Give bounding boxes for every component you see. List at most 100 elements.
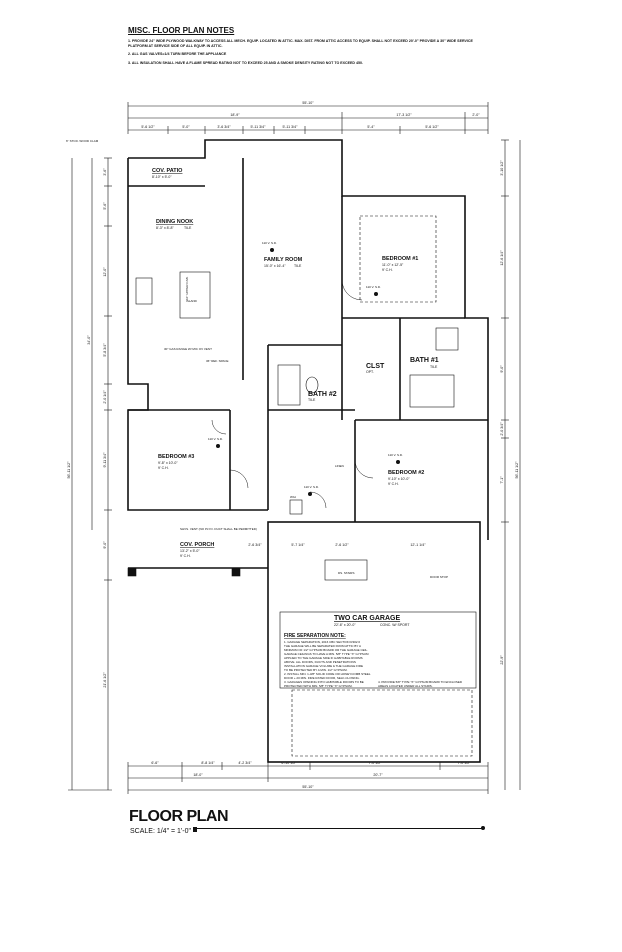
dim-top-right: 17'-3 1/2"	[396, 113, 412, 117]
ref-label: 36" REF. SPACE	[206, 359, 229, 363]
porch-post	[231, 567, 241, 577]
dim-porch-segment: 2'-6 3/4"	[248, 543, 262, 547]
note-item: 3. ALL INSULATION SHALL HAVE A FLAME SPR…	[128, 60, 364, 65]
dim-porch-segment: 2'-6 1/2"	[335, 543, 349, 547]
tub-bath1	[409, 374, 455, 408]
fire-note-line: AREAS LOCATED UNDER ALL STAIRS.	[378, 684, 433, 688]
fire-note-line: PROTECTED WITH MIN. 5/8" TYPE "X" GYPSUM…	[284, 684, 353, 688]
dim-left-segment: 3'-6"	[103, 168, 107, 176]
dim-bottom-segment: 6'-6"	[151, 761, 159, 765]
smoke-detector-label: 110 V. S.D.	[304, 485, 319, 489]
fire-note-line: 4. PROVIDE 5/8" TYPE "X" GYPSUM BOARD TO…	[378, 680, 463, 684]
kitchen-sink-cabinet	[135, 277, 153, 305]
room-size-bedroom1: 11'-0" x 12'-5"	[382, 263, 404, 267]
fire-note-line: 1. GARAGE SEPARATION, 2016 CBC SECTION R…	[284, 640, 360, 644]
dim-bottom-left: 18'-0"	[193, 773, 203, 777]
fire-note-line: THE GARAGE WILL BE SEPARATED FROM ATTIC …	[284, 644, 361, 648]
water-heater	[289, 499, 303, 515]
attic-stairs	[324, 559, 368, 581]
range-label: 30" GAS RANGE W/ MIC OV VENT	[164, 347, 212, 351]
bedroom1-ceiling-outline	[359, 215, 437, 303]
dim-left-segment: 12'-0"	[103, 267, 107, 277]
dim-top-segment: 5'-6 1/2"	[425, 125, 439, 129]
linen-label: LINEN	[335, 464, 344, 468]
scale-bar-block	[193, 827, 197, 832]
room-note-clst: OPT.	[366, 370, 374, 374]
porch-note-label: SHVS. VENT (NO PLYO. DUCT SHALL BE PERMI…	[180, 527, 257, 531]
porch-post	[127, 567, 137, 577]
exterior-wall-north-east	[128, 139, 489, 540]
dim-top-far-right: 2'-0"	[472, 113, 480, 117]
room-label-clst: CLST	[366, 363, 385, 370]
dim-top-segment: 5'-6 1/2"	[141, 125, 155, 129]
stairs-label: DS. STAIRS	[338, 571, 354, 575]
room-label-bath1: BATH #1	[410, 357, 439, 364]
fire-note-line: MINIMUM OF 1/2" GYPSUM BOARD OR THE GARA…	[284, 648, 368, 652]
fire-note-line: 3. GARAGES OPENING INTO HABITABLE ROOMS …	[284, 680, 364, 684]
room-size-family-room: 15'-0" x 16'-4"	[264, 264, 286, 268]
dim-left-segment: 9'-11 3/4"	[103, 452, 107, 468]
upper-cab-label: 10" UPPER CAB.	[185, 276, 189, 300]
dim-ticks-left	[68, 157, 112, 791]
fire-note-line: ABOVE. ALL DOORS, DUCTS AND PENETRATIONS	[284, 660, 356, 664]
scale-bar-end-dot	[481, 826, 485, 830]
exterior-wall-west	[127, 158, 268, 511]
note-item: 2. ALL GAS VALVES=1/4 TURN BEFORE THE AP…	[128, 52, 227, 57]
smoke-detector-label: 110 V. S.D.	[208, 437, 223, 441]
fixtures	[127, 215, 477, 757]
dim-left-overall: 56'-11 1/2"	[67, 461, 71, 479]
dim-left-segment: 5'-8 3/4"	[103, 343, 107, 357]
dim-right-segment: 3'-10 1/2"	[500, 160, 504, 176]
room-label-bedroom3: BEDROOM #3	[158, 454, 194, 460]
room-label-bath2: BATH #2	[308, 391, 337, 398]
vanity-bath1	[435, 327, 459, 351]
drawing-scale: SCALE: 1/4" = 1'-0"	[130, 828, 191, 835]
fire-note-line: GARAGE CEILINGS TO HAVE A MIN. 5/8" TYPE…	[284, 652, 369, 656]
room-note-cov-porch: 9' C.H.	[180, 554, 191, 558]
room-note-family-room: TILE	[294, 264, 302, 268]
dim-top-segment: 5'-11 3/4"	[283, 125, 299, 129]
room-size-cov-patio: 8'-10" x 5'-0"	[152, 175, 172, 179]
dim-top-left: 18'-9"	[230, 113, 240, 117]
scale-bar	[193, 826, 485, 832]
fire-note-heading: FIRE SEPARATION NOTE:	[284, 633, 346, 639]
dim-right-segment: 7'-1"	[500, 476, 504, 484]
door-swings	[211, 279, 374, 509]
beam-label: 6" STCD. WOOD CLAM	[66, 139, 99, 143]
smoke-detector-label: 110 V. S.D.	[366, 285, 381, 289]
smoke-detector-icon	[396, 460, 400, 464]
fire-note-line: APPLIED TO THE GARAGE SIDE IF HABITABLE …	[284, 656, 363, 660]
dim-porch-segment: 5'-7 1/4"	[291, 543, 305, 547]
dim-left-segment: 5'-6"	[103, 202, 107, 210]
room-size-garage: 22'-6" x 20'-0"	[334, 623, 356, 627]
room-size-cov-porch: 13'-2" x 5'-0"	[180, 549, 200, 553]
dim-top-segment: 5'-4"	[367, 125, 375, 129]
walls	[127, 139, 489, 763]
fire-note-line: DOOR + 20 MIN. FIRE RATED DOOR, SELF-CLO…	[284, 676, 360, 680]
dim-bottom-overall: 55'-10"	[302, 785, 314, 789]
fire-note-line: INSTALLATION GARAGE VOLUME & THE GARAGE …	[284, 664, 363, 668]
smoke-detector-label: 110 V. S.D.	[388, 453, 403, 457]
room-label-cov-porch: COV. PORCH	[180, 542, 214, 548]
dim-left-segment: 21'-6 1/2"	[103, 672, 107, 688]
door-stop-label: DOOR STOP	[430, 575, 448, 579]
dim-left-segment: 2'-0 1/4"	[103, 390, 107, 404]
room-size-bedroom3: 9'-8" x 10'-0"	[158, 461, 178, 465]
dim-bottom-segment: 6'-10 1/2"	[281, 761, 297, 765]
room-label-bedroom1: BEDROOM #1	[382, 256, 418, 262]
dim-top-segment: 5'-0"	[182, 125, 190, 129]
smoke-detector-icons	[216, 248, 400, 496]
dim-right-segment: 9'-0"	[500, 365, 504, 373]
dim-bottom-segment: 7'-0 1/2"	[457, 761, 471, 765]
room-note-dining-nook: TILE	[184, 226, 192, 230]
room-note-bedroom1: 9' C.H.	[382, 268, 393, 272]
dim-porch-segment: 12'-1 1/4"	[410, 543, 426, 547]
fire-note-line: 2. INSTALL MIN. 1-3/8" SOLID CORE OR HON…	[284, 672, 371, 676]
smoke-detector-icon	[270, 248, 274, 252]
room-note-garage: CONC. W/ SPORT	[380, 623, 410, 627]
smoke-detector-icon	[216, 444, 220, 448]
dim-bottom-right: 20'-7"	[373, 773, 383, 777]
dim-ticks-right	[501, 139, 509, 523]
smoke-detector-icon	[374, 292, 378, 296]
